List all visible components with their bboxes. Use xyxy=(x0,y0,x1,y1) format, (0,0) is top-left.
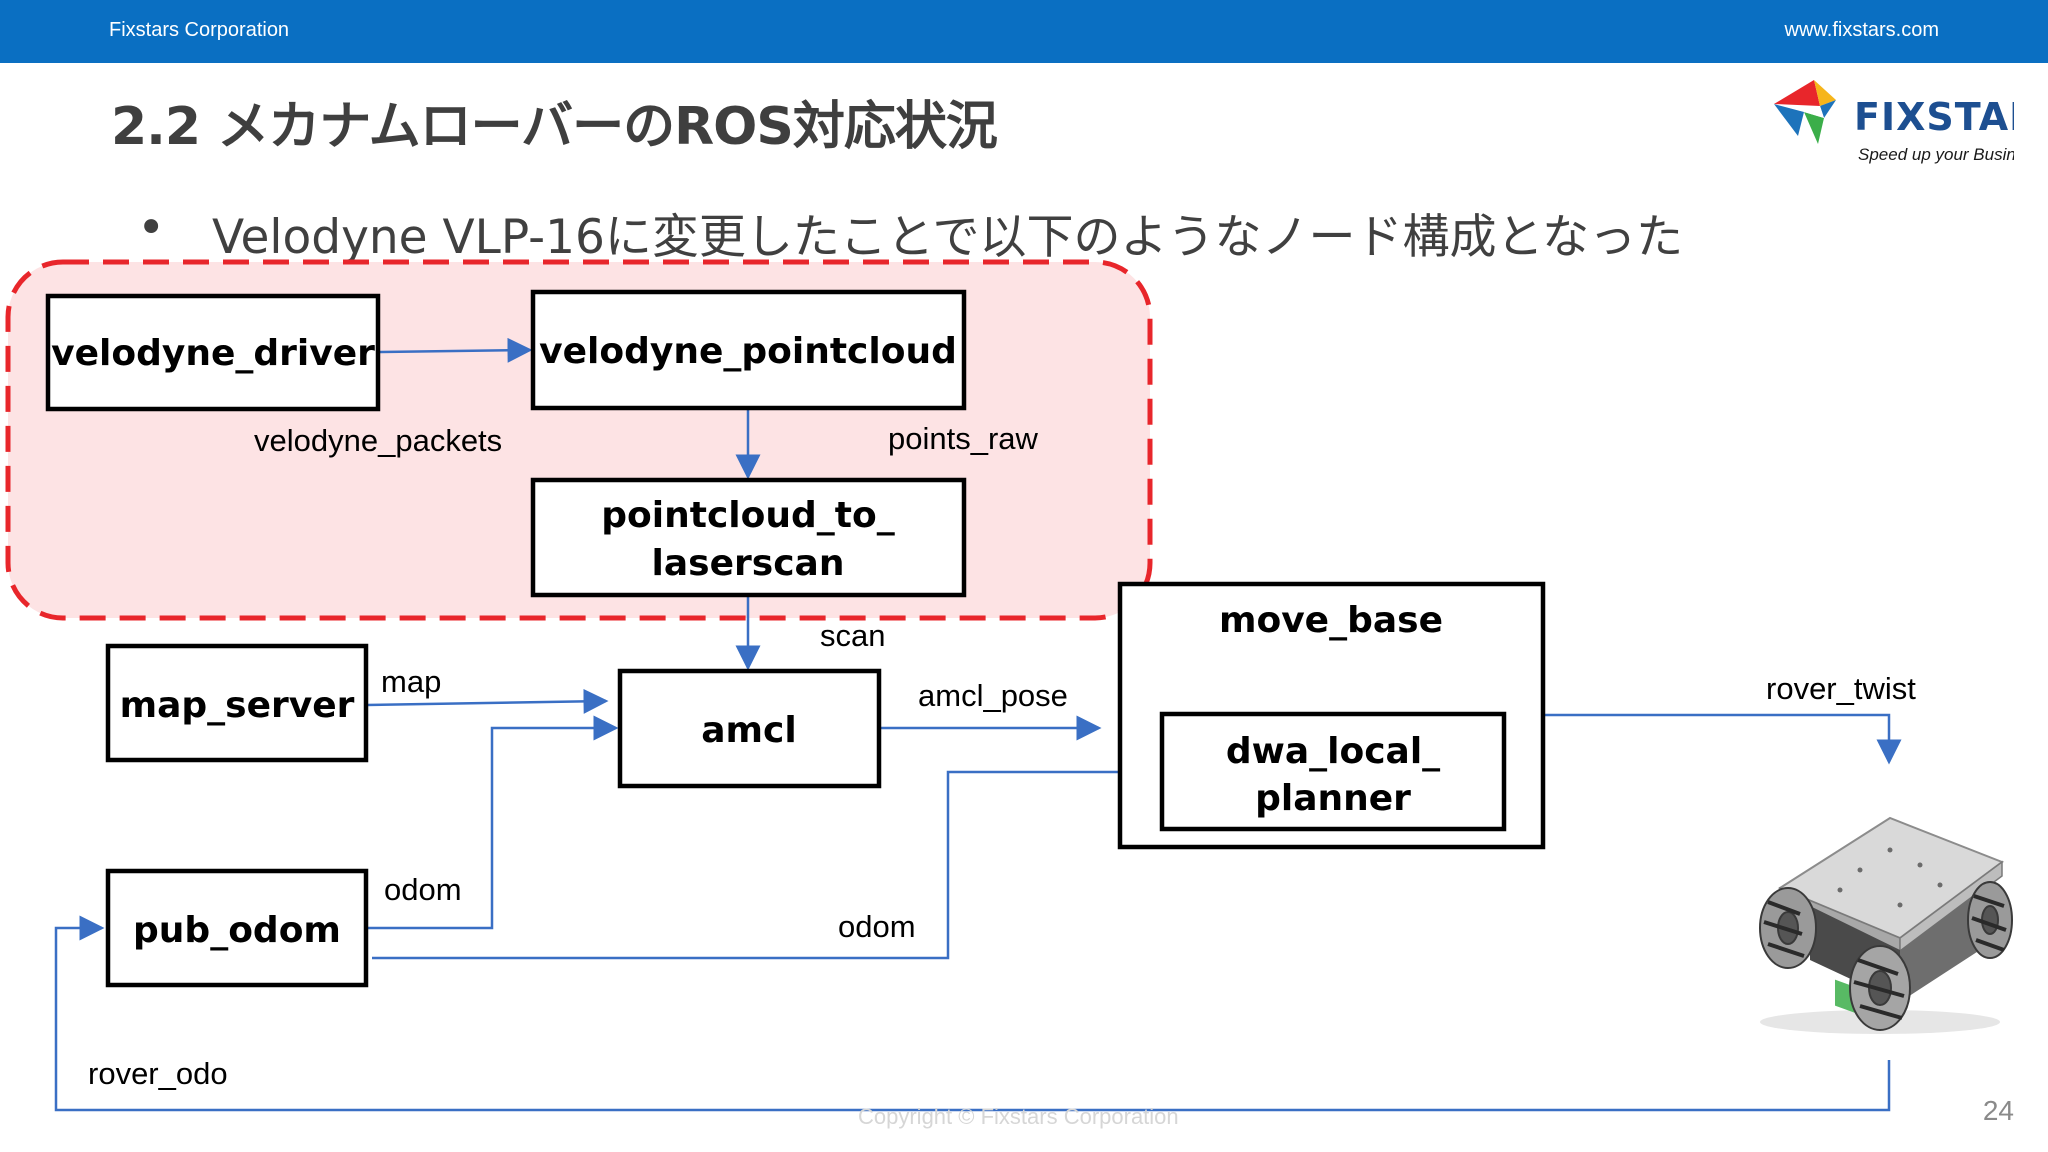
header-company: Fixstars Corporation xyxy=(109,19,290,41)
page-number: 24 xyxy=(1982,1095,2014,1126)
node-velodyne-driver: velodyne_driver xyxy=(51,333,375,374)
edge-label-velodyne-packets: velodyne_packets xyxy=(254,423,502,458)
edge-rover-twist xyxy=(1543,713,1902,765)
edge-velodyne-packets xyxy=(377,337,533,363)
node-velodyne-pointcloud: velodyne_pointcloud xyxy=(539,331,957,372)
edge-label-rover-twist: rover_twist xyxy=(1766,671,1916,706)
edge-rover-odo xyxy=(54,915,1891,1112)
footer-copyright: Copyright © Fixstars Corporation xyxy=(858,1104,1179,1129)
node-map-server: map_server xyxy=(120,685,355,726)
node-move-base: move_base xyxy=(1219,600,1443,641)
edge-label-odom-2: odom xyxy=(838,909,916,944)
node-amcl-box xyxy=(617,668,882,789)
mecanum-rover-image xyxy=(1759,816,2013,1034)
edge-map xyxy=(365,688,609,714)
star-icon xyxy=(1774,80,1836,144)
fixstars-logo: FIXSTARS Speed up your Business xyxy=(1774,78,2048,168)
slide-title: 2.2 メカナムローバーのROS対応状況 xyxy=(111,97,998,157)
node-pointcloud-to-laserscan-box xyxy=(530,477,967,598)
edge-label-points-raw: points_raw xyxy=(888,421,1039,456)
edge-odom-to-move-base xyxy=(372,759,1161,960)
bullet-text: Velodyne VLP-16に変更したことで以下のようなノード構成となった xyxy=(212,210,1684,265)
node-pointcloud-to-laserscan-line2: laserscan xyxy=(652,543,845,584)
edge-label-scan: scan xyxy=(820,618,885,653)
bullet-marker: • xyxy=(137,200,166,256)
node-dwa-local-planner-line2: planner xyxy=(1255,778,1411,819)
node-velodyne-driver-box xyxy=(45,293,381,412)
edge-label-map: map xyxy=(381,664,441,699)
edge-label-rover-odo: rover_odo xyxy=(88,1056,228,1091)
edge-label-amcl-pose: amcl_pose xyxy=(918,678,1068,713)
header-bar: Fixstars Corporation www.fixstars.com xyxy=(0,0,2048,63)
node-pub-odom-box xyxy=(105,868,369,988)
node-amcl: amcl xyxy=(701,710,796,751)
node-dwa-local-planner-box xyxy=(1159,711,1507,832)
node-velodyne-pointcloud-box xyxy=(530,289,967,411)
node-pub-odom: pub_odom xyxy=(133,910,341,951)
node-dwa-local-planner-line1: dwa_local_ xyxy=(1226,731,1440,772)
edge-odom-to-amcl xyxy=(366,715,619,930)
header-url[interactable]: www.fixstars.com xyxy=(1784,19,1939,41)
logo-tagline: Speed up your Business xyxy=(1858,145,2014,164)
node-map-server-box xyxy=(105,643,369,763)
edge-label-odom-1: odom xyxy=(384,872,462,907)
node-pointcloud-to-laserscan-line1: pointcloud_to_ xyxy=(601,495,894,536)
